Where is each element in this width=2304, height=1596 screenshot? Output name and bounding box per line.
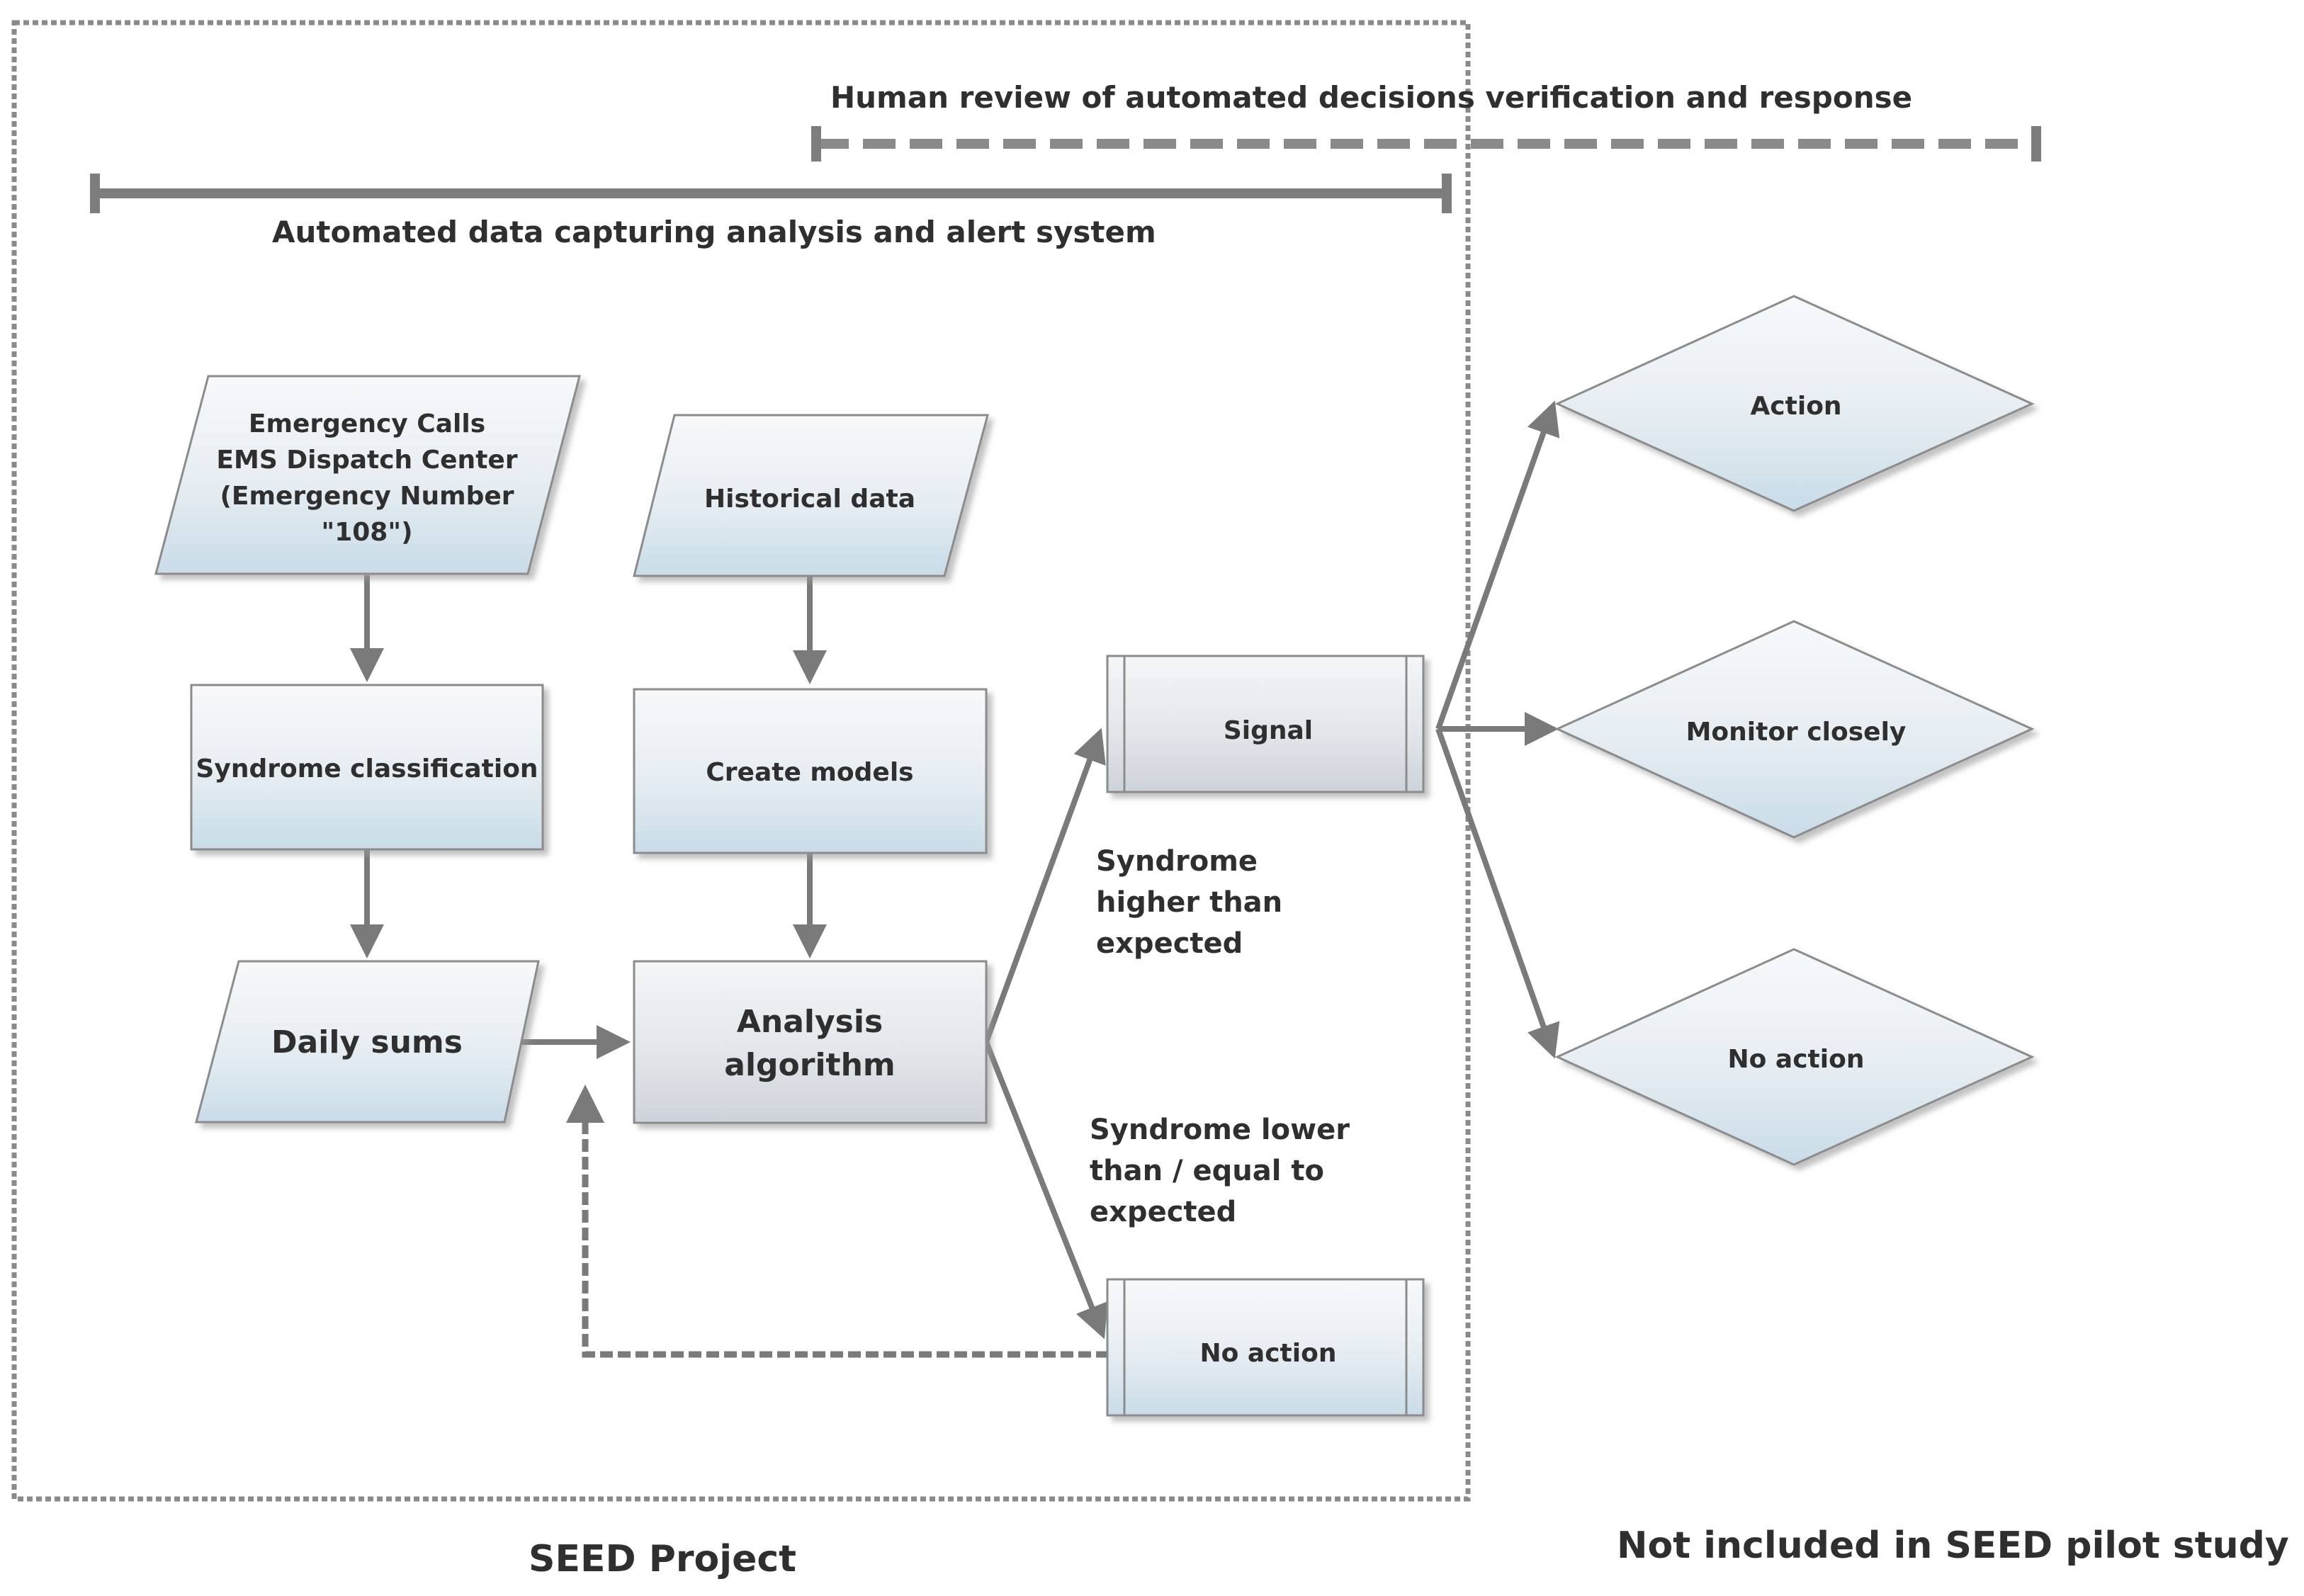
analysis-algorithm-line-1: Analysis xyxy=(737,1004,883,1040)
daily-sums-node xyxy=(195,960,540,1124)
syndrome-classification-label: Syndrome classification xyxy=(196,754,538,783)
lower-label-line-1: Syndrome lower xyxy=(1090,1114,1350,1146)
analysis-algorithm-line-2: algorithm xyxy=(724,1047,895,1083)
analysis-algorithm-node xyxy=(633,960,988,1124)
historical-data-label: Historical data xyxy=(704,485,915,514)
no-action-diamond-label: No action xyxy=(1728,1045,1865,1074)
automated-system-timeline xyxy=(90,174,1452,213)
higher-label-line-1: Syndrome xyxy=(1096,845,1258,878)
action-label: Action xyxy=(1750,392,1841,421)
monitor-closely-label: Monitor closely xyxy=(1686,718,1907,747)
lower-label-line-3: expected xyxy=(1090,1196,1236,1228)
automated-system-label: Automated data capturing analysis and al… xyxy=(272,215,1156,249)
arrow-signal-to-no-action xyxy=(1435,728,1560,1059)
no-action-box-node xyxy=(1106,1278,1425,1417)
human-review-timeline xyxy=(811,126,2041,162)
create-models-label: Create models xyxy=(706,758,913,787)
syndrome-classification-node xyxy=(190,684,544,851)
seed-project-label: SEED Project xyxy=(529,1538,796,1580)
emergency-calls-line-3: (Emergency Number xyxy=(220,482,514,511)
arrow-no-action-feedback xyxy=(566,1085,1109,1358)
signal-node xyxy=(1106,655,1425,793)
emergency-calls-node xyxy=(154,375,581,575)
human-review-label: Human review of automated decisions veri… xyxy=(830,80,1912,115)
action-diamond xyxy=(1554,295,2035,512)
arrow-signal-to-action xyxy=(1435,400,1560,730)
emergency-calls-line-1: Emergency Calls xyxy=(249,409,485,438)
arrow-algorithm-to-signal xyxy=(983,728,1106,1043)
emergency-calls-line-2: EMS Dispatch Center xyxy=(216,446,517,475)
emergency-calls-line-4: "108") xyxy=(321,518,412,547)
lower-label-line-2: than / equal to xyxy=(1090,1155,1324,1187)
historical-data-node xyxy=(633,414,989,577)
higher-label-line-2: higher than xyxy=(1096,886,1282,919)
create-models-node xyxy=(633,688,988,854)
no-action-box-label: No action xyxy=(1200,1339,1337,1368)
arrow-algorithm-to-no-action xyxy=(983,1041,1108,1340)
signal-label: Signal xyxy=(1224,716,1313,745)
not-included-label: Not included in SEED pilot study xyxy=(1617,1524,2289,1567)
monitor-closely-diamond xyxy=(1554,620,2035,839)
no-action-diamond xyxy=(1554,948,2035,1166)
seed-project-frame xyxy=(11,20,1471,1502)
daily-sums-label: Daily sums xyxy=(271,1024,463,1060)
higher-label-line-3: expected xyxy=(1096,927,1243,960)
